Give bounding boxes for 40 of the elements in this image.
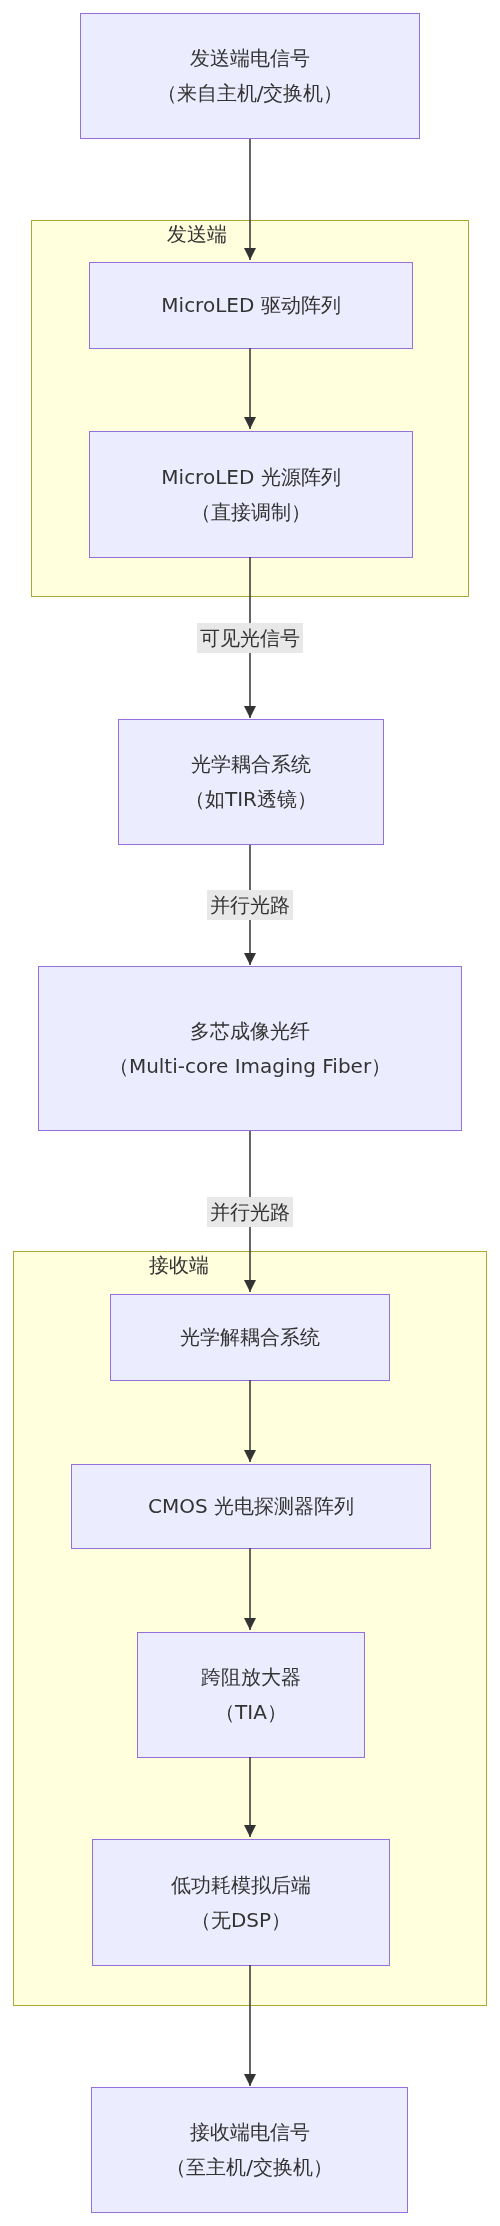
node-text: （TIA） xyxy=(215,1699,287,1726)
edge-label: 并行光路 xyxy=(207,1196,293,1227)
node-text: 跨阻放大器 xyxy=(201,1664,301,1691)
arrow xyxy=(244,1379,256,1463)
process-box xyxy=(89,262,413,349)
process-box xyxy=(89,431,413,558)
process-box xyxy=(137,1632,365,1758)
node-text: （来自主机/交换机） xyxy=(156,80,344,107)
node-text: 多芯成像光纤 xyxy=(190,1017,310,1045)
group-frame xyxy=(13,1251,487,2006)
edge-label: 并行光路 xyxy=(207,890,293,920)
process-box xyxy=(80,13,420,139)
process-box xyxy=(110,1294,390,1381)
process-box xyxy=(91,2087,408,2213)
arrow xyxy=(244,1964,256,2087)
node-text: MicroLED 光源阵列 xyxy=(161,463,341,491)
group-title: 发送端 xyxy=(166,221,228,247)
node-text: （无DSP） xyxy=(190,1906,292,1934)
node-text: （如TIR透镜） xyxy=(185,786,317,813)
node-text: 光学耦合系统 xyxy=(191,751,311,778)
process-box xyxy=(92,1839,390,1966)
node-text: 低功耗模拟后端 xyxy=(171,1871,311,1899)
arrow xyxy=(244,138,256,261)
node-text: （至主机/交换机） xyxy=(166,2154,333,2181)
group-frame xyxy=(31,220,469,597)
arrow xyxy=(244,347,256,430)
edge-label: 可见光信号 xyxy=(197,622,303,653)
node-text: MicroLED 驱动阵列 xyxy=(161,292,341,319)
arrow xyxy=(244,1756,256,1838)
node-text: （Multi-core Imaging Fiber） xyxy=(108,1052,392,1080)
process-box xyxy=(38,966,462,1131)
group-title: 接收端 xyxy=(148,1252,210,1278)
process-box xyxy=(118,719,384,845)
node-text: （直接调制） xyxy=(191,498,311,526)
arrow xyxy=(244,1547,256,1631)
node-text: CMOS 光电探测器阵列 xyxy=(148,1493,354,1520)
node-text: 接收端电信号 xyxy=(189,2119,310,2146)
node-text: 发送端电信号 xyxy=(190,45,310,72)
process-box xyxy=(71,1464,431,1549)
node-text: 光学解耦合系统 xyxy=(180,1324,320,1351)
